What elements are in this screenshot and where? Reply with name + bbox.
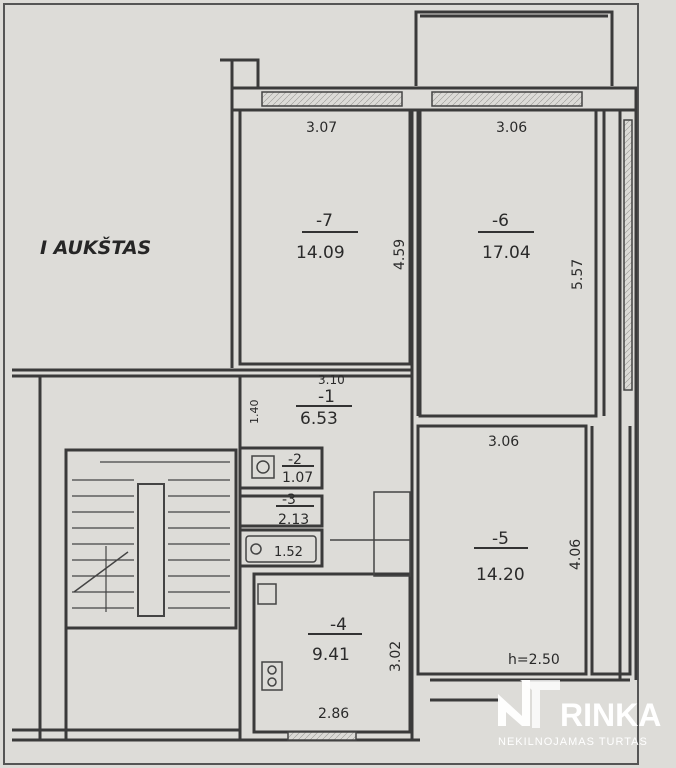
bathtub-icon	[245, 535, 317, 563]
dim-room6-depth: 5.57	[570, 259, 586, 290]
room-1-number: -1	[318, 387, 335, 407]
brand-watermark: N RINKA NEKILNOJAMAS TURTAS	[498, 680, 661, 748]
brand-logo-icon	[498, 680, 530, 726]
dim-hall-depth: 1.40	[248, 400, 261, 425]
dim-room5-depth: 4.06	[568, 539, 584, 570]
dim-room4-width: 2.86	[318, 706, 349, 722]
staircase	[72, 461, 230, 617]
room-labels: -7 14.09 -6 17.04 -1 6.53 -2 1.07 -3 2.1…	[276, 211, 534, 665]
dim-bath-width: 1.52	[274, 545, 303, 560]
room-6-area: 17.04	[482, 243, 531, 263]
doors	[330, 491, 411, 577]
brand-name: RINKA	[560, 697, 661, 733]
walls	[12, 10, 638, 742]
room-4-number: -4	[330, 615, 347, 635]
dim-room6-width: 3.06	[496, 120, 527, 136]
room-2-area: 1.07	[282, 470, 313, 486]
room-1-area: 6.53	[300, 409, 338, 429]
dim-ceiling-height: h=2.50	[508, 652, 560, 668]
room-5-number: -5	[492, 529, 509, 549]
room-6-number: -6	[492, 211, 509, 231]
dim-hall-width: 3.10	[318, 373, 345, 387]
room-7-area: 14.09	[296, 243, 345, 263]
dim-room7-depth: 4.59	[392, 239, 408, 270]
dim-room5-width: 3.06	[488, 434, 519, 450]
room-2-number: -2	[288, 452, 302, 468]
room-4-area: 9.41	[312, 645, 350, 665]
room-3-number: -3	[282, 492, 296, 508]
dim-room7-width: 3.07	[306, 120, 337, 136]
fixtures	[245, 455, 317, 691]
dim-room4-depth: 3.02	[388, 641, 404, 672]
windows	[261, 91, 633, 741]
room-3-area: 2.13	[278, 512, 309, 528]
frame-border	[3, 3, 639, 765]
sink-icon	[257, 583, 277, 605]
room-5-area: 14.20	[476, 565, 525, 585]
brand-tagline: NEKILNOJAMAS TURTAS	[498, 736, 648, 748]
stove-icon	[261, 661, 283, 691]
room-7-number: -7	[316, 211, 333, 231]
floor-label: I AUKŠTAS	[40, 235, 151, 259]
dimension-labels: 3.07 3.06 4.59 5.57 3.10 1.40 3.06 4.06 …	[248, 120, 586, 722]
toilet-icon	[251, 455, 275, 479]
